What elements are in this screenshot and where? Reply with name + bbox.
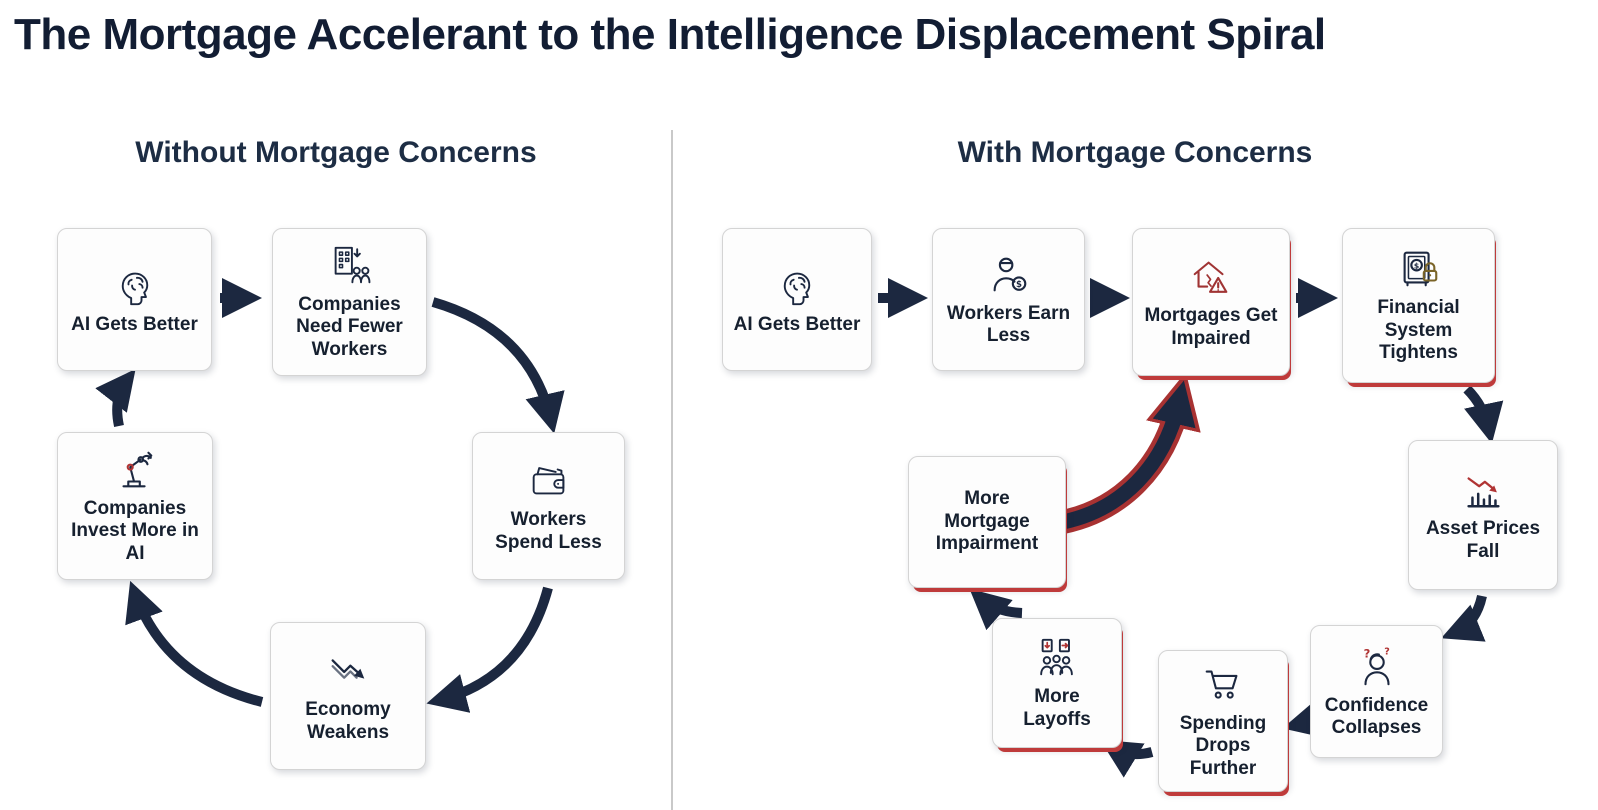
right-panel-heading: With Mortgage Concerns — [957, 136, 1313, 169]
arrow-spending-drops-to-more-layoffs — [1100, 739, 1154, 778]
panel-divider — [671, 130, 673, 810]
arrow-financial-system-to-asset-prices — [1463, 385, 1504, 444]
building-people-icon — [327, 243, 373, 289]
node-label: Companies Need Fewer Workers — [296, 293, 403, 360]
brain-head-icon — [774, 263, 820, 309]
node-workers-earn-less: $ Workers Earn Less — [932, 228, 1085, 371]
shopping-cart-icon — [1200, 662, 1246, 708]
page-title: The Mortgage Accelerant to the Intellige… — [14, 10, 1326, 59]
node-financial-system-tightens: $ Financial System Tightens — [1342, 228, 1495, 383]
node-ai-gets-better: AI Gets Better — [57, 228, 212, 371]
big-arrow-navy — [1061, 380, 1196, 530]
node-economy-weakens: Economy Weakens — [270, 622, 426, 770]
arrow-economy-to-invest-more — [125, 580, 264, 707]
node-spending-drops-further: Spending Drops Further — [1158, 650, 1288, 792]
node-label: Financial System Tightens — [1377, 297, 1460, 364]
house-warning-icon — [1188, 254, 1234, 300]
node-workers-spend-less: Workers Spend Less — [472, 432, 625, 580]
left-panel-heading: Without Mortgage Concerns — [135, 136, 537, 169]
node-asset-prices-fall: Asset Prices Fall — [1408, 440, 1558, 590]
svg-text:?: ? — [1363, 646, 1370, 660]
wallet-icon — [526, 458, 572, 504]
layoffs-people-icon — [1034, 635, 1080, 681]
safe-lock-icon: $ — [1396, 246, 1442, 292]
node-more-layoffs: More Layoffs — [992, 618, 1122, 748]
node-label: Confidence Collapses — [1324, 694, 1429, 738]
node-mortgages-get-impaired: Mortgages Get Impaired — [1132, 228, 1290, 376]
arrow-companies-to-workers-spend-less — [431, 297, 565, 434]
decline-arrow-icon — [325, 648, 371, 694]
node-label: Mortgages Get Impaired — [1144, 305, 1278, 349]
svg-text:?: ? — [1384, 646, 1390, 657]
arrow-more-impairment-to-mortgages-big — [1060, 371, 1201, 534]
node-label: Companies Invest More in AI — [71, 497, 199, 564]
arrow-invest-more-to-ai — [95, 368, 136, 428]
panel-with-mortgage: With Mortgage Concerns — [672, 130, 1598, 810]
node-label: Economy Weakens — [305, 699, 391, 743]
node-label: More Layoffs — [1023, 686, 1091, 730]
node-more-mortgage-impairment: More Mortgage Impairment — [908, 456, 1066, 588]
arrow-workers-spend-less-to-economy — [426, 586, 553, 713]
worker-dollar-icon: $ — [986, 252, 1032, 298]
arrow-more-layoffs-to-more-impairment — [969, 588, 1023, 631]
confused-person-icon: ? ? — [1354, 644, 1400, 690]
big-arrow-red-outline — [1060, 371, 1201, 534]
node-label: More Mortgage Impairment — [935, 488, 1039, 555]
node-label: Workers Spend Less — [495, 509, 602, 553]
panel-without-mortgage: Without Mortgage Concerns AI Gets Better — [0, 130, 672, 810]
node-label: Spending Drops Further — [1179, 712, 1267, 779]
chart-decline-icon — [1460, 467, 1506, 513]
node-ai-gets-better: AI Gets Better — [722, 228, 872, 371]
node-label: Asset Prices Fall — [1425, 518, 1541, 562]
brain-head-icon — [112, 263, 158, 309]
svg-text:$: $ — [1016, 279, 1022, 289]
node-companies-invest-more-in-ai: Companies Invest More in AI — [57, 432, 213, 580]
svg-text:$: $ — [1413, 262, 1418, 271]
node-companies-need-fewer-workers: Companies Need Fewer Workers — [272, 228, 427, 376]
node-label: AI Gets Better — [733, 313, 861, 335]
arrow-asset-prices-to-confidence — [1441, 594, 1487, 642]
node-label: AI Gets Better — [71, 313, 198, 335]
robot-arm-icon — [112, 447, 158, 493]
node-confidence-collapses: ? ? Confidence Collapses — [1310, 625, 1443, 758]
arrow-confidence-to-spending-drops — [1282, 699, 1327, 739]
node-label: Workers Earn Less — [946, 302, 1071, 346]
